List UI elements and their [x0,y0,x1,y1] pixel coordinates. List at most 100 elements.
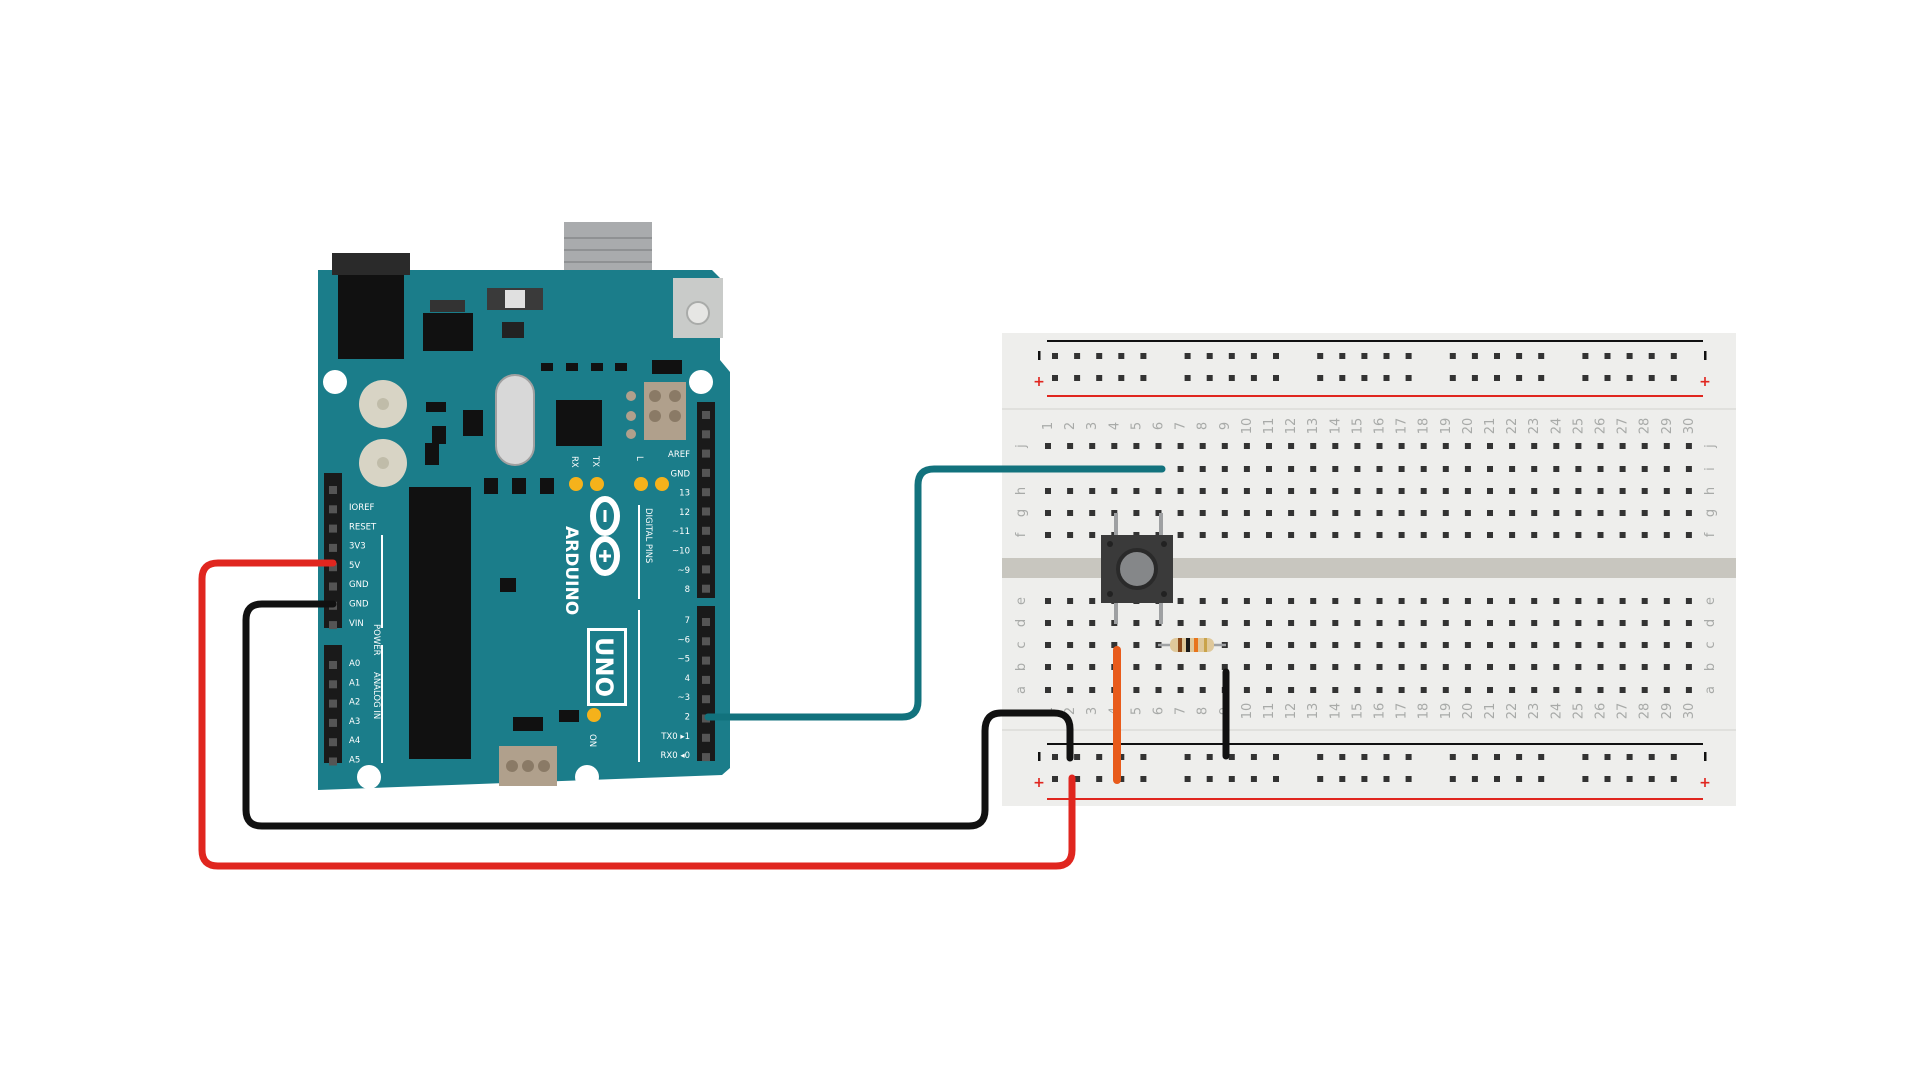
breadboard-hole[interactable] [1133,664,1140,670]
breadboard-hole[interactable] [1310,664,1317,670]
breadboard-hole[interactable] [1273,353,1279,359]
breadboard-hole[interactable] [1487,664,1493,670]
breadboard-hole[interactable] [1288,443,1295,449]
breadboard-hole[interactable] [1288,598,1295,604]
header-pin[interactable] [702,411,710,419]
breadboard-hole[interactable] [1538,754,1545,760]
header-pin[interactable] [702,546,710,555]
breadboard-hole[interactable] [1619,642,1626,648]
breadboard-hole[interactable] [1310,642,1317,648]
breadboard-hole[interactable] [1206,375,1213,381]
breadboard-hole[interactable] [1538,353,1545,359]
breadboard-hole[interactable] [1354,687,1361,693]
breadboard-hole[interactable] [1531,687,1538,693]
breadboard-hole[interactable] [1553,642,1560,648]
breadboard-hole[interactable] [1199,664,1206,670]
breadboard-hole[interactable] [1288,532,1295,538]
breadboard-hole[interactable] [1243,642,1250,648]
breadboard-hole[interactable] [1266,466,1272,472]
header-pin[interactable] [702,733,710,742]
breadboard-hole[interactable] [1332,532,1339,538]
breadboard-hole[interactable] [1582,353,1589,359]
breadboard-hole[interactable] [1250,754,1257,760]
breadboard-hole[interactable] [1266,443,1272,449]
breadboard-hole[interactable] [1398,598,1405,604]
breadboard-hole[interactable] [1067,488,1074,494]
breadboard-hole[interactable] [1553,532,1560,538]
breadboard-hole[interactable] [1509,598,1516,604]
breadboard-hole[interactable] [1052,754,1058,760]
breadboard-hole[interactable] [1582,375,1589,381]
breadboard-hole[interactable] [1398,443,1405,449]
breadboard-hole[interactable] [1516,776,1523,782]
breadboard-hole[interactable] [1243,532,1250,538]
breadboard-hole[interactable] [1575,466,1582,472]
breadboard-hole[interactable] [1663,488,1670,494]
breadboard-hole[interactable] [1354,443,1361,449]
breadboard-hole[interactable] [1361,776,1368,782]
breadboard-hole[interactable] [1663,598,1670,604]
breadboard-hole[interactable] [1383,375,1390,381]
breadboard-hole[interactable] [1487,598,1493,604]
breadboard-hole[interactable] [1206,776,1213,782]
breadboard-hole[interactable] [1243,466,1250,472]
breadboard-hole[interactable] [1398,466,1405,472]
breadboard-hole[interactable] [1339,776,1346,782]
breadboard-hole[interactable] [1442,466,1449,472]
breadboard-hole[interactable] [1074,353,1081,359]
breadboard-hole[interactable] [1045,488,1051,494]
breadboard-hole[interactable] [1361,375,1368,381]
breadboard-hole[interactable] [1376,598,1383,604]
breadboard-hole[interactable] [1177,443,1184,449]
breadboard-hole[interactable] [1509,620,1516,626]
breadboard-hole[interactable] [1464,664,1471,670]
breadboard-hole[interactable] [1133,642,1140,648]
header-pin[interactable] [702,637,710,646]
breadboard-hole[interactable] [1243,488,1250,494]
breadboard-hole[interactable] [1516,754,1523,760]
breadboard-hole[interactable] [1155,488,1162,494]
breadboard-hole[interactable] [1663,466,1670,472]
breadboard-hole[interactable] [1670,754,1677,760]
breadboard-hole[interactable] [1288,687,1295,693]
breadboard-hole[interactable] [1067,532,1074,538]
breadboard-hole[interactable] [1310,510,1317,516]
breadboard-hole[interactable] [1641,510,1648,516]
breadboard-hole[interactable] [1685,532,1692,538]
breadboard-hole[interactable] [1074,776,1081,782]
breadboard-hole[interactable] [1663,443,1670,449]
breadboard-hole[interactable] [1464,598,1471,604]
breadboard-hole[interactable] [1089,620,1096,626]
breadboard-hole[interactable] [1096,776,1103,782]
breadboard-hole[interactable] [1140,754,1147,760]
breadboard-hole[interactable] [1597,466,1604,472]
breadboard-hole[interactable] [1685,466,1692,472]
header-pin[interactable] [329,621,337,630]
breadboard-hole[interactable] [1339,353,1346,359]
breadboard-hole[interactable] [1332,510,1339,516]
breadboard-hole[interactable] [1089,664,1096,670]
header-pin[interactable] [702,488,710,497]
breadboard-hole[interactable] [1604,754,1611,760]
breadboard-hole[interactable] [1177,620,1184,626]
breadboard-hole[interactable] [1111,443,1118,449]
breadboard-hole[interactable] [1067,510,1074,516]
breadboard-hole[interactable] [1420,443,1427,449]
breadboard-hole[interactable] [1442,532,1449,538]
breadboard-hole[interactable] [1310,488,1317,494]
breadboard-hole[interactable] [1641,620,1648,626]
header-pin[interactable] [329,699,337,708]
header-pin[interactable] [702,526,710,535]
breadboard-hole[interactable] [1604,375,1611,381]
breadboard-hole[interactable] [1626,754,1633,760]
header-pin[interactable] [702,449,710,458]
breadboard-hole[interactable] [1045,664,1051,670]
breadboard-hole[interactable] [1509,466,1516,472]
breadboard-hole[interactable] [1516,375,1523,381]
breadboard-hole[interactable] [1354,642,1361,648]
breadboard-hole[interactable] [1376,664,1383,670]
breadboard-hole[interactable] [1317,353,1324,359]
breadboard-hole[interactable] [1538,776,1545,782]
breadboard-hole[interactable] [1685,620,1692,626]
breadboard-hole[interactable] [1288,620,1295,626]
